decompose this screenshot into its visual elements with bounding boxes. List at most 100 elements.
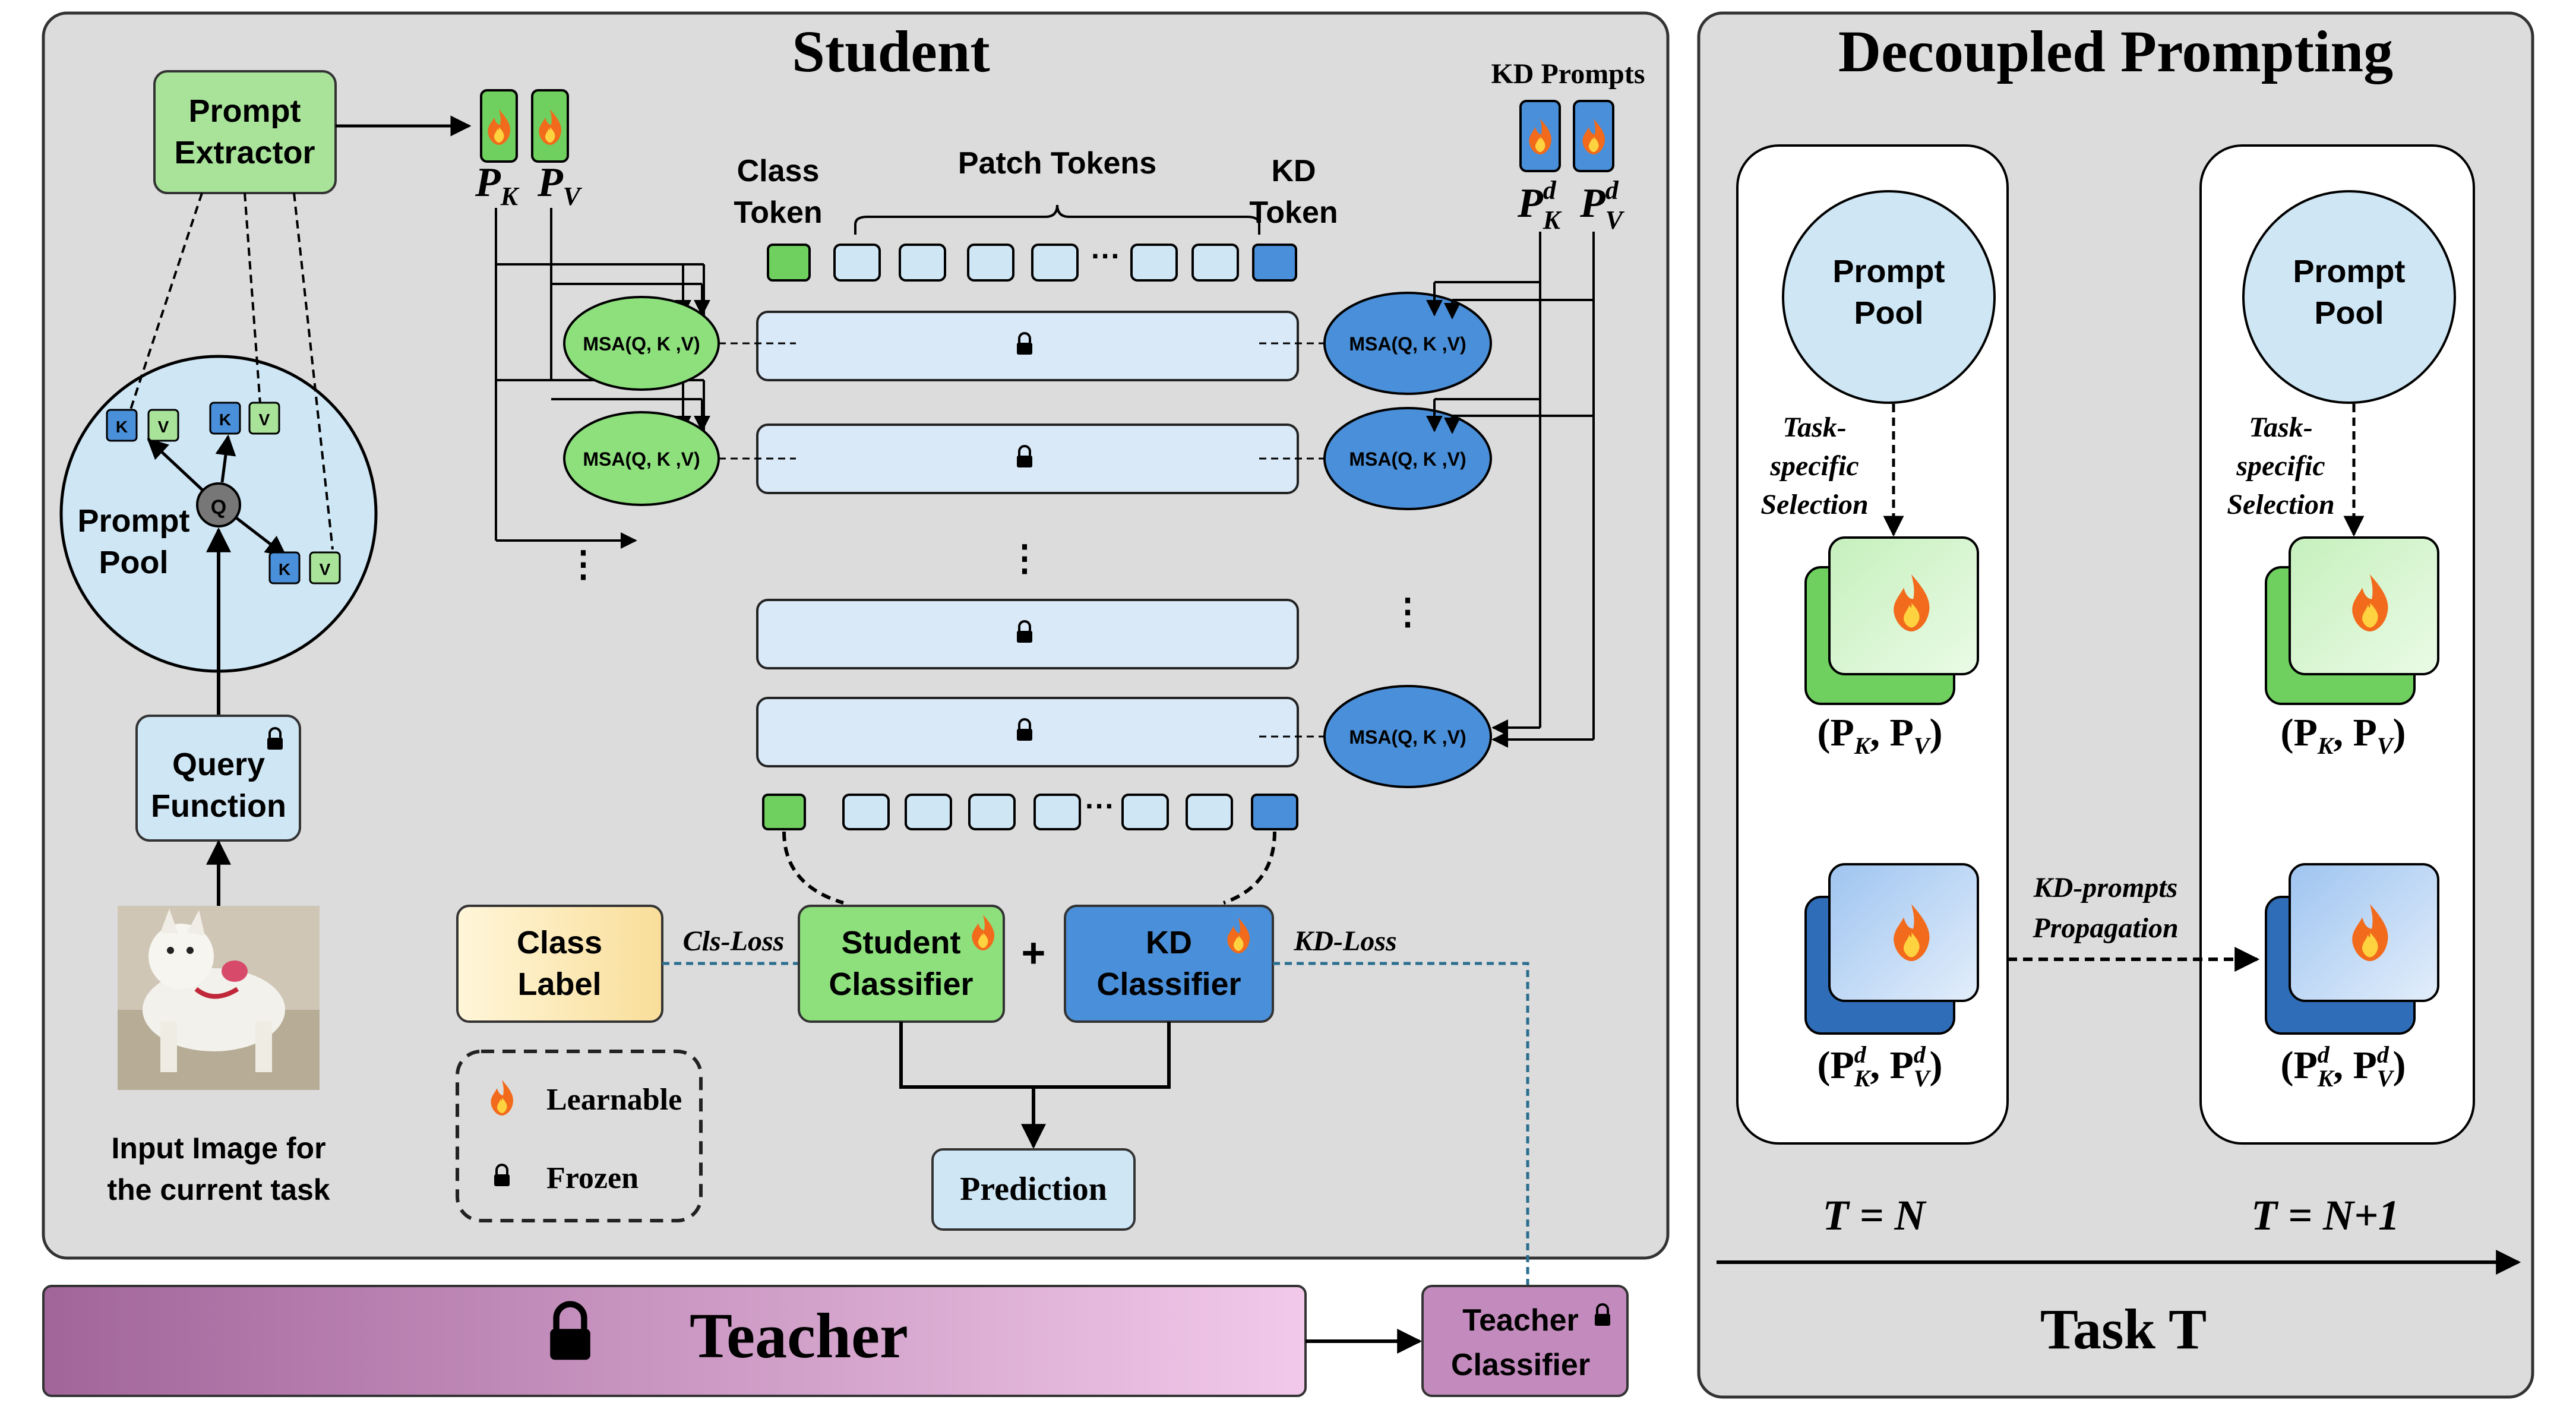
patch-token-bottom-4 xyxy=(1033,794,1081,830)
key-box-3 xyxy=(268,551,301,584)
msa-blue-2-label: MSA(Q, K ,V) xyxy=(1349,448,1466,470)
right-prompt-routing xyxy=(1434,232,1595,740)
patch-token-bottom-2 xyxy=(905,794,952,830)
kd-prompts-title: KD Prompts xyxy=(1491,58,1645,90)
pk-label: PK xyxy=(475,160,520,211)
value-box-3 xyxy=(309,551,341,584)
kd-token-label-2: Token xyxy=(1249,195,1338,230)
prompt-extractor xyxy=(153,70,337,194)
key-box-2 xyxy=(209,402,241,435)
query-function-line2: Function xyxy=(151,788,286,824)
class-token-label-1: Class xyxy=(737,154,820,188)
patch-token-top-4 xyxy=(1031,244,1079,282)
class-token-top xyxy=(767,244,811,282)
prompt-pool-n1-line2: Pool xyxy=(2315,295,2384,331)
kd-token-label-1: KD xyxy=(1271,154,1316,188)
prompt-extractor-line1: Prompt xyxy=(189,93,301,129)
value-box-2 xyxy=(248,402,280,435)
prompt-pool-left-line1: Prompt xyxy=(78,503,190,539)
prompt-pool-n1-line1: Prompt xyxy=(2293,254,2406,289)
patch-token-bottom-1 xyxy=(842,794,890,830)
key-box-1-label: K xyxy=(116,418,128,436)
patch-ellipsis-bottom: ··· xyxy=(1085,789,1115,823)
class-label-line1: Class xyxy=(517,925,602,960)
kd-classifier-line1: KD xyxy=(1146,925,1192,960)
kd-token-bottom xyxy=(1251,794,1298,830)
key-box-1 xyxy=(106,409,138,442)
legend-frozen: Frozen xyxy=(546,1161,639,1195)
selection-n-line1: Task- xyxy=(1782,412,1847,443)
selection-n1-line2: specific xyxy=(2236,450,2325,482)
msa-green-2-label: MSA(Q, K ,V) xyxy=(583,448,700,470)
prompt-pool-n-line1: Prompt xyxy=(1833,254,1945,289)
value-box-2-label: V xyxy=(259,410,270,429)
patch-ellipsis-top: ··· xyxy=(1091,239,1121,273)
selection-n1-line1: Task- xyxy=(2249,412,2313,443)
teacher-classifier xyxy=(1421,1285,1629,1397)
teacher-classifier-line2: Classifier xyxy=(1451,1348,1590,1382)
selection-n1-line3: Selection xyxy=(2227,489,2334,520)
patch-token-top-2 xyxy=(899,244,946,282)
key-box-2-label: K xyxy=(219,410,231,429)
msa-blue-1-label: MSA(Q, K ,V) xyxy=(1349,333,1466,355)
value-box-1 xyxy=(147,409,179,442)
prompt-pool-left-line2: Pool xyxy=(99,545,169,580)
kd-classifier-line2: Classifier xyxy=(1096,966,1241,1002)
prompt-pool-n1 xyxy=(2242,190,2456,404)
dash-line-1 xyxy=(128,192,203,413)
selection-n-line3: Selection xyxy=(1760,489,1868,520)
msa-blue-3 xyxy=(1323,685,1492,788)
propagation-line2: Propagation xyxy=(2032,912,2178,944)
kd-loss-line xyxy=(1273,962,1529,1286)
kd-token-top xyxy=(1252,244,1297,282)
general-pair-n1-label: (PK, PV) xyxy=(2281,711,2406,759)
patch-token-top-3 xyxy=(967,244,1014,282)
legend-box xyxy=(456,1050,703,1222)
kd-loss-label: KD-Loss xyxy=(1293,925,1396,957)
patch-tokens-brace xyxy=(854,204,1260,235)
prompt-extractor-line2: Extractor xyxy=(174,135,315,170)
selection-n-line2: specific xyxy=(1769,450,1858,482)
cls-loss-label: Cls-Loss xyxy=(683,925,785,957)
student-title: Student xyxy=(792,18,990,84)
value-box-1-label: V xyxy=(158,418,169,436)
student-classifier-line1: Student xyxy=(842,925,961,960)
task-axis-label: Task T xyxy=(2040,1297,2207,1361)
input-image-dog xyxy=(118,906,320,1090)
input-caption-line2: the current task xyxy=(107,1173,330,1206)
prompt-pool-n-line2: Pool xyxy=(1854,295,1924,331)
time-label-n: T = N xyxy=(1822,1192,1927,1239)
general-pair-n-label: (PK, PV) xyxy=(1818,711,1943,759)
middle-vertical-ellipsis: ⋮ xyxy=(1007,538,1042,578)
pv-label: PV xyxy=(537,160,583,211)
legend-learnable: Learnable xyxy=(546,1083,682,1117)
input-caption-line1: Input Image for xyxy=(111,1132,325,1165)
dash-line-3 xyxy=(293,192,334,550)
time-label-n1: T = N+1 xyxy=(2251,1192,2400,1239)
msa-green-1-label: MSA(Q, K ,V) xyxy=(583,333,700,355)
plus-sign: + xyxy=(1022,930,1046,976)
class-token-label-2: Token xyxy=(734,195,822,230)
patch-token-top-1 xyxy=(833,244,881,282)
query-node xyxy=(196,482,241,527)
q-to-kv2-arrow xyxy=(215,434,236,483)
class-label-line2: Label xyxy=(517,966,601,1002)
prediction-box xyxy=(931,1148,1136,1231)
prediction-label: Prediction xyxy=(960,1171,1107,1208)
dash-line-2 xyxy=(244,192,261,405)
student-classifier xyxy=(798,905,1005,1023)
class-label-box xyxy=(456,905,663,1023)
teacher-bar xyxy=(42,1285,1307,1397)
prompt-pool-n xyxy=(1782,190,1996,404)
right-vertical-ellipsis: ⋮ xyxy=(1390,592,1426,631)
patch-token-top-6 xyxy=(1191,244,1239,282)
query-function-line1: Query xyxy=(172,747,265,782)
patch-token-bottom-5 xyxy=(1121,794,1169,830)
kd-token-to-kd-classifier xyxy=(1223,831,1276,905)
class-token-to-student-classifier xyxy=(782,831,844,905)
